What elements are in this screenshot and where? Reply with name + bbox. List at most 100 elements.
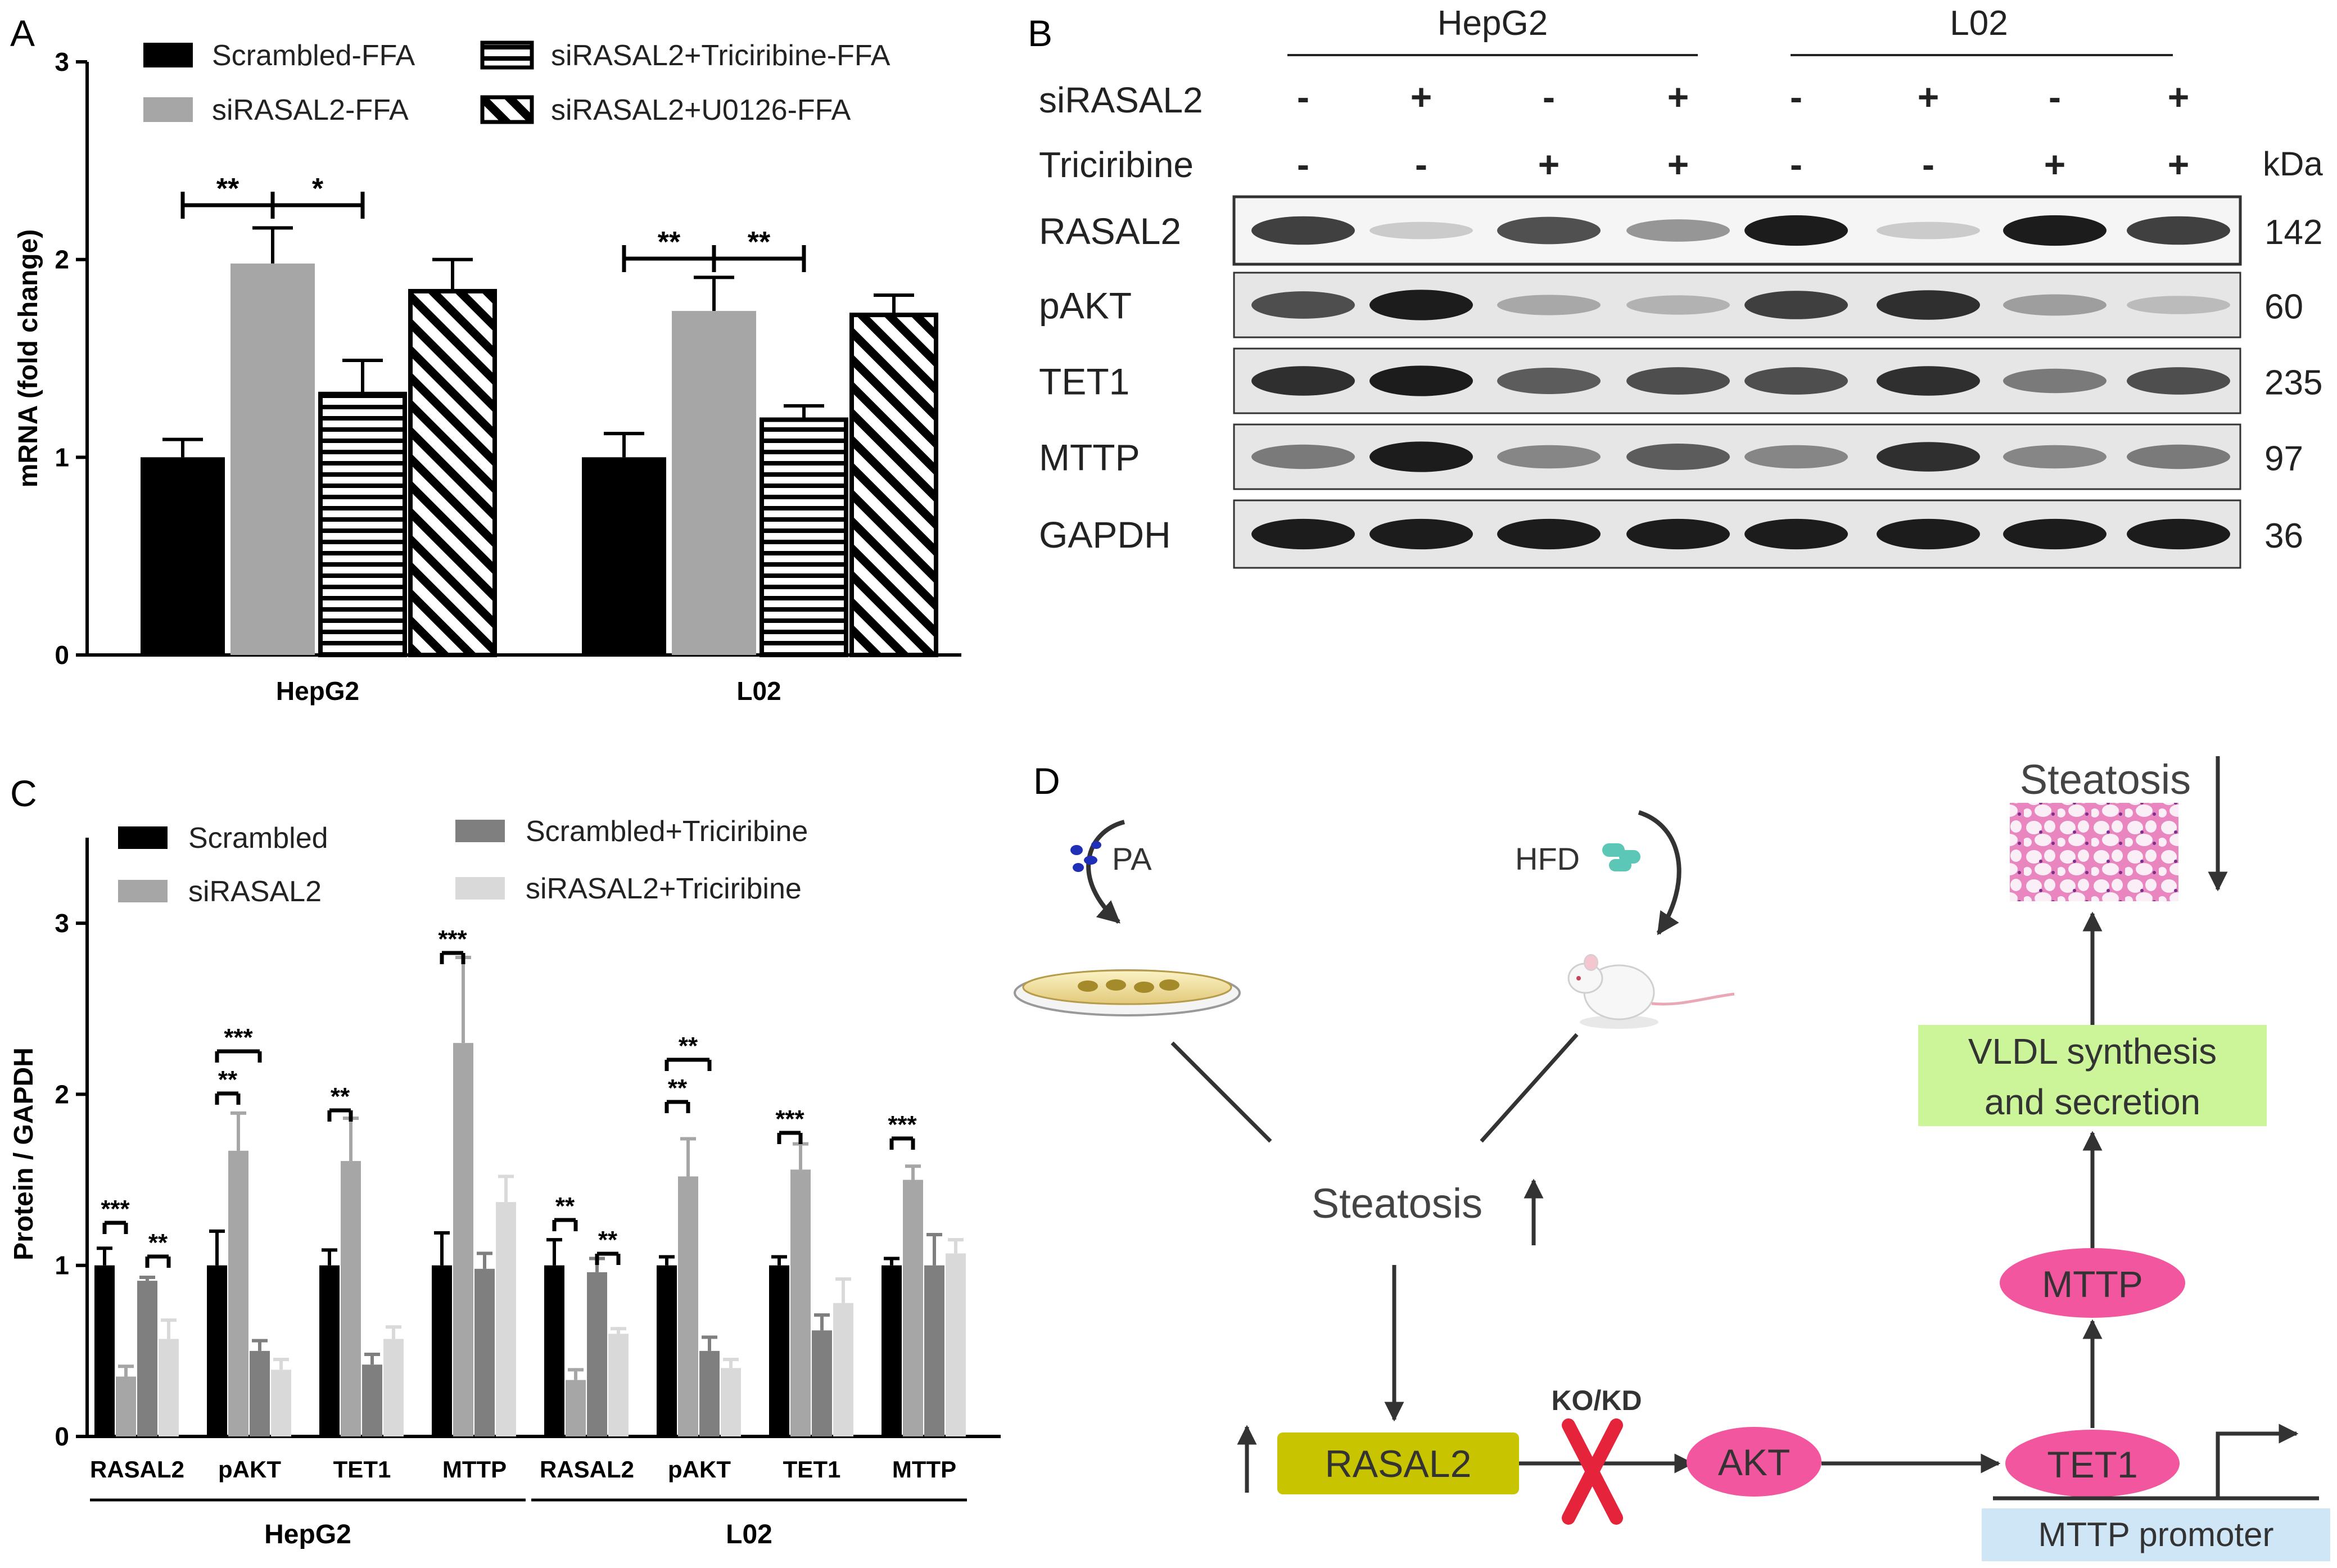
blot-band-tet1-lane-6 [1877, 366, 1980, 396]
chart-a-y-tick-label: 3 [55, 47, 69, 76]
blot-band-pakt-lane-1 [1251, 291, 1355, 319]
blot-band-rasal2-lane-5 [1744, 215, 1848, 246]
blot-sign-sirasal2-lane-6: + [1918, 76, 1940, 118]
chart-c-sig-label: *** [888, 1111, 917, 1138]
blot-sign-sirasal2-lane-5: - [1790, 76, 1802, 118]
chart-a-legend-swatch-sirasal2-triciribine-ffa [480, 40, 534, 70]
chart-c-x-label-pakt: pAKT [218, 1456, 281, 1483]
chart-c-x-label-mttp: MTTP [442, 1456, 507, 1483]
rasal2-box [1277, 1433, 1519, 1494]
blot-band-pakt-lane-4 [1626, 295, 1730, 315]
chart-c-bar-scrambled-triciribine-2 [362, 1364, 382, 1436]
chart-c-bar-sirasal2-1 [228, 1150, 248, 1436]
chart-a-bar-sirasal2-ffa-l02 [672, 311, 756, 655]
blot-sign-sirasal2-lane-3: - [1543, 76, 1555, 118]
blot-band-gapdh-lane-6 [1877, 518, 1980, 550]
blot-band-gapdh-lane-4 [1626, 518, 1730, 550]
blot-band-rasal2-lane-3 [1497, 216, 1601, 245]
blot-band-mttp-lane-6 [1877, 442, 1980, 472]
blot-band-tet1-lane-1 [1251, 366, 1355, 396]
steatosis-histology-image [2010, 803, 2178, 901]
ko-cross-icon [1562, 1418, 1623, 1525]
blot-kda-pakt: 60 [2264, 288, 2303, 327]
promoter-box [1982, 1508, 2330, 1561]
chart-a-x-label-hepg2: HepG2 [276, 676, 359, 706]
chart-c-bar-sirasal2-triciribine-5 [721, 1368, 741, 1436]
chart-c-bar-sirasal2-triciribine-7 [946, 1253, 966, 1436]
tet1-node [2005, 1430, 2180, 1497]
chart-a-sig-label: * [312, 173, 324, 205]
blot-band-rasal2-lane-1 [1251, 216, 1355, 245]
blot-band-mttp-lane-5 [1744, 445, 1848, 469]
chart-c-bar-sirasal2-3 [453, 1043, 473, 1436]
chart-c-bar-scrambled-2 [319, 1265, 340, 1436]
chart-c-bar-scrambled-5 [657, 1265, 677, 1436]
chart-c-sig-label: *** [775, 1105, 804, 1133]
blot-sign-sirasal2-lane-1: - [1297, 76, 1309, 118]
chart-a-legend-swatch-sirasal2-ffa [143, 97, 193, 122]
blot-band-pakt-lane-2 [1369, 290, 1473, 320]
steatosis-center-label: Steatosis [1312, 1180, 1482, 1227]
akt-node [1687, 1427, 1821, 1497]
chart-c-bar-scrambled-triciribine-0 [137, 1281, 157, 1436]
chart-c-y-tick-label: 1 [55, 1251, 69, 1280]
blot-protein-label-pakt: pAKT [1039, 285, 1132, 327]
blot-band-mttp-lane-2 [1369, 441, 1473, 472]
blot-band-rasal2-lane-7 [2003, 215, 2107, 246]
chart-c-legend-label-sirasal2-triciribine: siRASAL2+Triciribine [526, 873, 802, 905]
pa-culture-dish: PA [1014, 820, 1241, 1016]
chart-c-bar-scrambled-triciribine-5 [699, 1350, 720, 1436]
blot-band-pakt-lane-5 [1744, 291, 1848, 319]
chart-a-legend-label-scrambled-ffa: Scrambled-FFA [212, 39, 415, 72]
dish-to-steatosis-line [1170, 1041, 1272, 1143]
chart-a-bar-sirasal2-u0126-ffa-hepg2 [408, 288, 497, 657]
chart-c-legend-swatch-sirasal2 [118, 880, 168, 902]
blot-band-gapdh-lane-8 [2127, 518, 2230, 550]
chart-c-y-tick-label: 2 [55, 1079, 69, 1109]
mttp-node-label: MTTP [2042, 1263, 2143, 1305]
chart-a-bar-sirasal2-triciribine-ffa-l02 [760, 417, 848, 657]
hfd-label: HFD [1515, 841, 1580, 876]
pill-1 [1602, 843, 1625, 857]
chart-c-group-label-hepg2: HepG2 [264, 1520, 351, 1549]
chart-c-sig-label: ** [218, 1066, 238, 1093]
chart-c-sig-label: *** [101, 1195, 130, 1223]
chart-c-x-label-mttp: MTTP [892, 1456, 956, 1483]
blot-band-gapdh-lane-3 [1497, 518, 1601, 550]
chart-c-bar-sirasal2-6 [790, 1169, 811, 1436]
chart-c-sig-label: ** [148, 1229, 168, 1257]
chart-c-sig-label: *** [224, 1024, 253, 1051]
blot-sign-triciribine-lane-5: - [1790, 143, 1802, 185]
chart-c-legend-swatch-sirasal2-triciribine [455, 877, 505, 900]
chart-c-x-label-rasal2: RASAL2 [90, 1456, 184, 1483]
blot-kda-mttp: 97 [2264, 440, 2303, 478]
pathway-diagram: PA HFD Steatosis [1014, 756, 2330, 1561]
chart-c-bar-sirasal2-2 [341, 1161, 361, 1436]
akt-node-label: AKT [1718, 1442, 1790, 1483]
chart-c-legend-label-scrambled: Scrambled [188, 822, 328, 855]
chart-c-bar-sirasal2-5 [678, 1176, 698, 1436]
chart-a-legend-swatch-sirasal2-u0126-ffa [480, 95, 534, 124]
promoter-label: MTTP promoter [2038, 1516, 2274, 1553]
chart-c-bar-scrambled-0 [94, 1265, 115, 1436]
chart-c-legend-label-sirasal2: siRASAL2 [188, 875, 322, 908]
chart-a-legend-label-sirasal2-triciribine-ffa: siRASAL2+Triciribine-FFA [551, 39, 890, 72]
pa-dot-3 [1073, 863, 1084, 872]
chart-c-x-label-rasal2: RASAL2 [540, 1456, 634, 1483]
chart-a-y-label: mRNA (fold change) [13, 229, 43, 488]
chart-c-sig-label: ** [331, 1083, 350, 1110]
chart-c-x-label-tet1: TET1 [783, 1456, 841, 1483]
chart-c-sig-label: ** [598, 1226, 618, 1254]
pa-dot-4 [1091, 841, 1101, 849]
kokd-label: KO/KD [1551, 1385, 1642, 1416]
blot-kda-gapdh: 36 [2264, 517, 2303, 555]
blot-band-mttp-lane-7 [2003, 445, 2107, 469]
chart-a-bar-sirasal2-u0126-ffa-l02 [849, 313, 938, 657]
chart-c-bar-scrambled-triciribine-6 [812, 1330, 832, 1436]
panel-label-d: D [1033, 760, 1060, 802]
steatosis-top-label: Steatosis [2020, 756, 2191, 803]
blot-band-tet1-lane-7 [2003, 368, 2107, 394]
